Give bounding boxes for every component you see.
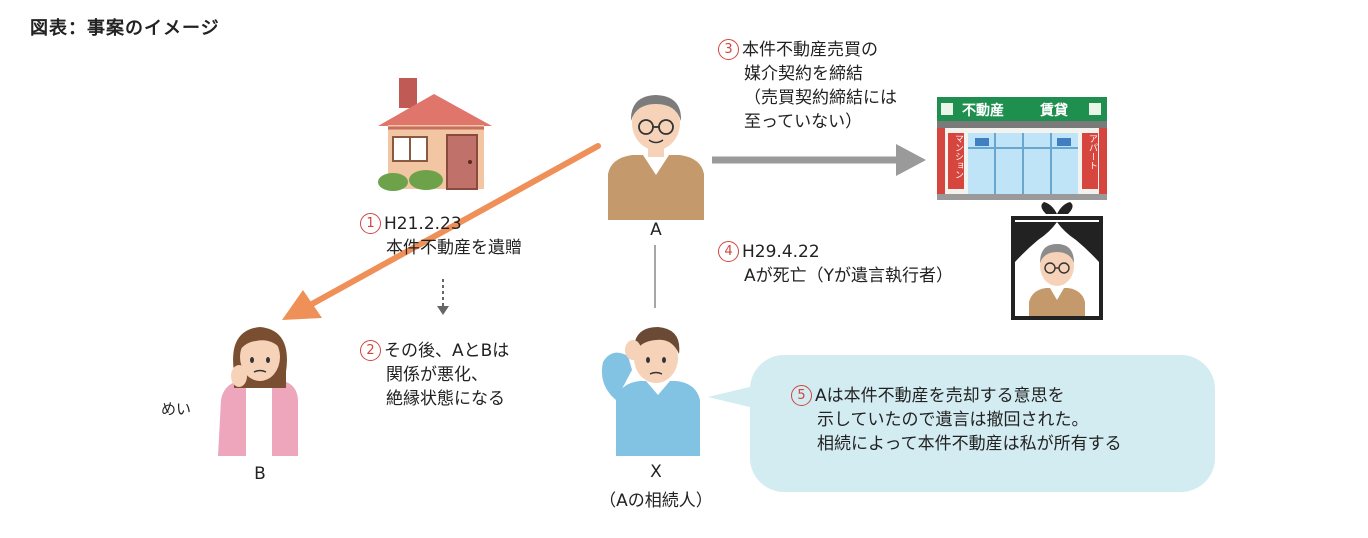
step-1-number: 1: [360, 213, 381, 234]
realestate-shop-icon: [937, 97, 1107, 200]
step-5-line-3: 相続によって本件不動産は私が所有する: [817, 434, 1122, 454]
shop-sign-left: 不動産: [962, 103, 1004, 119]
young-man-icon: [601, 327, 700, 456]
page-title: 図表：事案のイメージ: [30, 18, 220, 39]
person-a-label: A: [650, 220, 662, 240]
step-5-line-2: 示していたので遺言は撤回された。: [817, 410, 1089, 430]
person-x-sub: （Aの相続人）: [599, 491, 713, 511]
step-3-line-3: （売買契約締結には: [744, 88, 897, 108]
brokerage-arrow: [712, 144, 926, 176]
step-2-line-2: 関係が悪化、: [386, 365, 488, 385]
house-icon: [378, 78, 492, 191]
speech-bubble: [750, 355, 1215, 492]
dotted-arrow: [437, 279, 449, 315]
woman-icon: [218, 327, 298, 456]
step-3-number: 3: [718, 39, 739, 60]
man-icon: [608, 95, 704, 220]
step-4-number: 4: [718, 241, 739, 262]
step-1-line-2: 本件不動産を遺贈: [386, 238, 522, 258]
shop-sign-right: 賃貸: [1040, 103, 1068, 119]
step-4-line-2: Aが死亡（Yが遺言執行者）: [744, 266, 954, 286]
step-2-line-1: その後、AとBは: [384, 341, 510, 361]
step-2-line-3: 絶縁状態になる: [386, 389, 505, 409]
bequest-arrow: [282, 143, 601, 320]
step-1-line-1: H21.2.23: [384, 214, 462, 234]
step-3-line-2: 媒介契約を締結: [744, 64, 863, 84]
person-x-label: X: [650, 462, 662, 482]
person-b-note: めい: [161, 400, 192, 418]
person-b-label: B: [254, 464, 266, 484]
shop-side-left: マンション: [953, 134, 963, 179]
step-2-number: 2: [360, 340, 381, 361]
shop-side-right: アパート: [1087, 134, 1097, 170]
step-3-line-1: 本件不動産売買の: [742, 40, 878, 60]
step-5-number: 5: [791, 385, 812, 406]
step-5-line-1: Aは本件不動産を売却する意思を: [815, 386, 1065, 406]
bubble-tail: [708, 384, 762, 410]
step-4-line-1: H29.4.22: [742, 242, 820, 262]
step-3-line-4: 至っていない）: [744, 112, 863, 132]
memorial-portrait-icon: [1011, 202, 1103, 320]
